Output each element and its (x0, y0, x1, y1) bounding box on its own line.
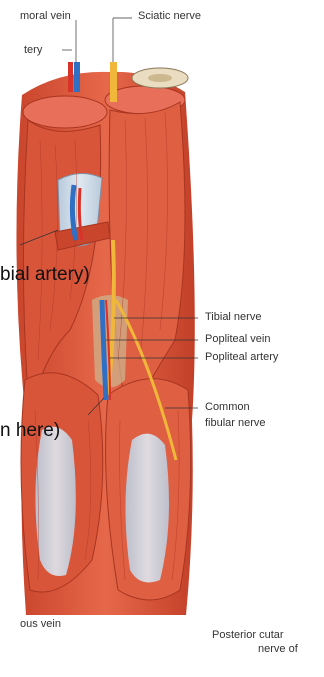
artery-top-vessel (68, 62, 73, 92)
label-femoral-vein: moral vein (20, 10, 71, 23)
bone-marrow (148, 74, 172, 82)
muscle-cut-left (23, 96, 107, 128)
label-sciatic-nerve: Sciatic nerve (138, 10, 201, 23)
label-posterior-cutaneous-line2: nerve of (258, 643, 298, 656)
label-saphenous-vein: ous vein (20, 618, 61, 631)
tendon-sheen-lateral (125, 434, 169, 583)
label-posterior-cutaneous-line1: Posterior cutar (212, 629, 284, 642)
annotation-here: n here) (0, 420, 60, 442)
label-popliteal-vein: Popliteal vein (205, 333, 270, 346)
label-common-fibular-line1: Common (205, 401, 250, 414)
label-popliteal-artery: Popliteal artery (205, 351, 278, 364)
vein-top-vessel (74, 62, 80, 92)
label-tibial-nerve: Tibial nerve (205, 311, 261, 324)
sciatic-nerve-vessel (110, 62, 117, 102)
label-common-fibular-line2: fibular nerve (205, 417, 266, 430)
tendon-sheen-medial (35, 427, 75, 576)
annotation-tibial-artery: bial artery) (0, 264, 90, 286)
label-artery-top: tery (24, 44, 42, 57)
